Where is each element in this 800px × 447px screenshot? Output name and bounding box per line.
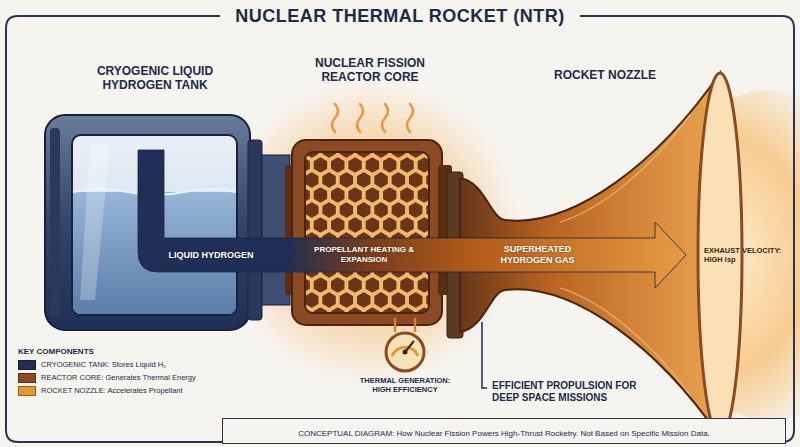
- legend-title: KEY COMPONENTS: [18, 347, 233, 357]
- thermal-gauge: THERMAL GENERATION: HIGH EFFICIENCY: [350, 332, 460, 400]
- flow-label: SUPERHEATED HYDROGEN GAS: [490, 244, 585, 266]
- component-heading: THERMAL GENERATION: HIGH EFFICIENCY: [350, 376, 460, 395]
- flow-label: PROPELLANT HEATING & EXPANSION: [305, 245, 423, 264]
- legend-swatch: [18, 386, 36, 396]
- callout-note: EFFICIENT PROPULSION FOR DEEP SPACE MISS…: [492, 380, 664, 404]
- caption-text: CONCEPTUAL DIAGRAM: How Nuclear Fission …: [298, 429, 710, 438]
- tank-region: CRYOGENIC LIQUID HYDROGEN TANK: [45, 58, 265, 333]
- legend-text: ROCKET NOZZLE: Accelerates Propellant: [41, 386, 183, 395]
- heat-link-line: [394, 318, 397, 332]
- heat-link-line: [414, 318, 417, 332]
- legend-row: CRYOGENIC TANK: Stores Liquid H₂: [18, 360, 233, 370]
- legend-row: REACTOR CORE: Generates Thermal Energy: [18, 373, 233, 383]
- legend: KEY COMPONENTS CRYOGENIC TANK: Stores Liq…: [18, 347, 233, 399]
- legend-text: CRYOGENIC TANK: Stores Liquid H₂: [41, 360, 166, 369]
- legend-row: ROCKET NOZZLE: Accelerates Propellant: [18, 386, 233, 396]
- exhaust-note: EXHAUST VELOCITY: HIGH Isp: [704, 246, 794, 264]
- legend-swatch: [18, 360, 36, 370]
- caption-box: CONCEPTUAL DIAGRAM: How Nuclear Fission …: [222, 418, 786, 444]
- legend-swatch: [18, 373, 36, 383]
- diagram-title: NUCLEAR THERMAL ROCKET (NTR): [0, 6, 800, 28]
- component-heading: CRYOGENIC LIQUID HYDROGEN TANK: [85, 64, 225, 93]
- reactor-region: NUCLEAR FISSION REACTOR CORE: [285, 52, 455, 318]
- component-heading: ROCKET NOZZLE: [505, 68, 705, 82]
- nozzle-region: ROCKET NOZZLE: [470, 64, 740, 214]
- legend-text: REACTOR CORE: Generates Thermal Energy: [41, 373, 196, 382]
- flow-label: LIQUID HYDROGEN: [168, 250, 254, 261]
- heat-link: [395, 318, 415, 332]
- component-heading: NUCLEAR FISSION REACTOR CORE: [305, 56, 435, 85]
